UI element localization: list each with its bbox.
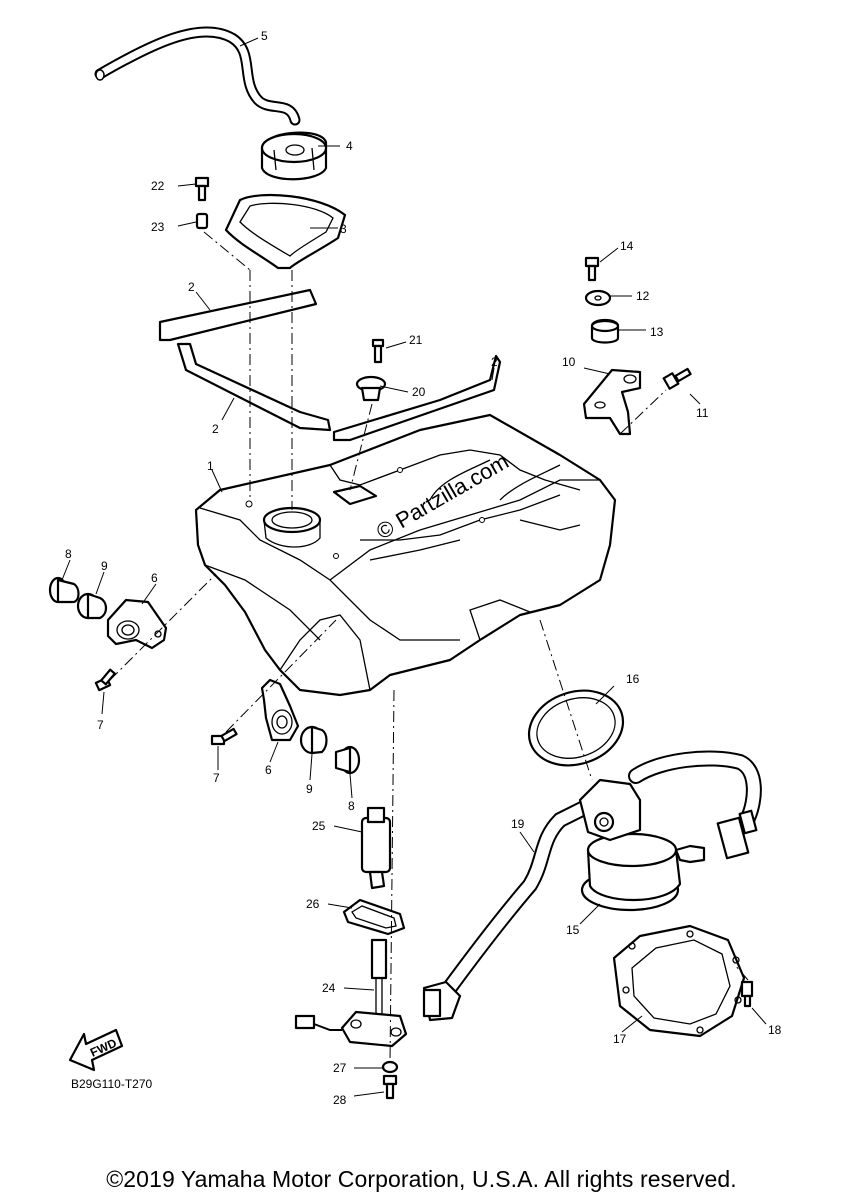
callout-9-left: 9 (101, 559, 108, 573)
callout-26: 26 (306, 897, 320, 911)
callout-18: 18 (768, 1023, 782, 1037)
bolt-8-lower (334, 745, 361, 775)
callout-1: 1 (207, 459, 214, 473)
bolt-11 (662, 367, 692, 390)
callout-19: 19 (511, 817, 525, 831)
callout-7-lower: 7 (213, 771, 220, 785)
forward-arrow-icon: FWD (68, 1028, 124, 1072)
callout-8-lower: 8 (348, 799, 355, 813)
grommet-20 (355, 375, 387, 402)
callout-4: 4 (346, 139, 353, 153)
callout-12: 12 (636, 289, 650, 303)
fuel-tank (194, 413, 617, 697)
callout-3: 3 (340, 222, 347, 236)
bracket-6-lower (260, 678, 300, 742)
bracket-6-left (106, 598, 168, 650)
damper-13 (590, 318, 620, 344)
callout-2-right: 2 (491, 355, 498, 369)
callouts: 5 4 22 23 3 14 12 13 2 2 2 21 20 10 11 1… (65, 29, 782, 1107)
callout-2-top: 2 (188, 280, 195, 294)
callout-6-left: 6 (151, 571, 158, 585)
callout-21: 21 (409, 333, 423, 347)
fuel-tank-parts-diagram: FWD (48, 26, 782, 1107)
fwd-label: FWD (88, 1036, 119, 1060)
copyright-notice: ©2019 Yamaha Motor Corporation, U.S.A. A… (106, 1166, 737, 1192)
damper-strip-right (332, 354, 502, 442)
callout-22: 22 (151, 179, 165, 193)
callout-25: 25 (312, 819, 326, 833)
washer-12 (584, 289, 612, 307)
diagram-code: B29G110-T270 (71, 1077, 152, 1091)
filler-cap-seat (224, 193, 347, 270)
damper-strip-lower (176, 342, 332, 432)
damper-9-lower (299, 725, 328, 755)
fuel-hose-19 (422, 750, 762, 1022)
bolt-22 (194, 176, 210, 202)
sender-unit-24 (294, 938, 408, 1048)
washer-27 (381, 1060, 399, 1074)
bolt-7-left (94, 668, 116, 692)
callout-5: 5 (261, 29, 268, 43)
alignment-lines (109, 231, 749, 1063)
sensor-25 (360, 806, 392, 890)
callout-16: 16 (626, 672, 640, 686)
bolt-7-lower (210, 727, 238, 746)
damper-9-left (76, 592, 108, 620)
bolt-28 (382, 1074, 398, 1100)
leader-lines (61, 37, 767, 1097)
breather-hose (94, 26, 301, 126)
callout-20: 20 (412, 385, 426, 399)
screw-21 (371, 338, 385, 364)
bracket-10 (582, 368, 642, 436)
callout-23: 23 (151, 220, 165, 234)
damper-strip-upper (158, 288, 318, 342)
callout-7-left: 7 (97, 718, 104, 732)
gasket-26 (342, 898, 406, 936)
tank-cap-cover (260, 131, 328, 181)
callout-11: 11 (696, 406, 709, 420)
callout-14: 14 (620, 239, 634, 253)
o-ring-16 (527, 689, 625, 767)
callout-27: 27 (333, 1061, 347, 1075)
callout-28: 28 (333, 1093, 347, 1107)
callout-8-left: 8 (65, 547, 72, 561)
fuel-pump-15 (578, 778, 758, 912)
bolt-8-left (48, 576, 80, 604)
callout-9-lower: 9 (306, 782, 313, 796)
callout-6-lower: 6 (265, 763, 272, 777)
callout-17: 17 (613, 1032, 627, 1046)
bolt-18 (740, 980, 754, 1008)
bolt-14 (584, 256, 600, 282)
callout-2-left: 2 (212, 422, 219, 436)
gasket-17 (612, 924, 746, 1038)
callout-10: 10 (562, 355, 576, 369)
callout-15: 15 (566, 923, 580, 937)
callout-24: 24 (322, 981, 336, 995)
collar-23 (195, 212, 209, 230)
callout-13: 13 (650, 325, 664, 339)
